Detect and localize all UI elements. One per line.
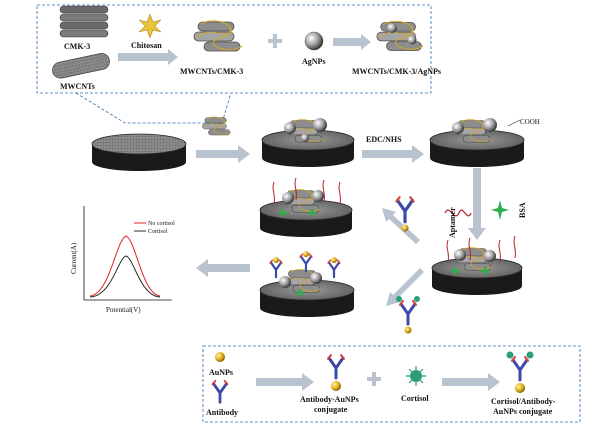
cortisol-label: Cortisol [401,394,429,403]
bare-electrode [91,133,187,171]
aptamer-electrode [431,235,523,295]
conjugate-label-2: conjugate [314,405,348,414]
final-composite-icon [376,20,424,52]
plus-icon [268,34,282,48]
cmk3-label: CMK-3 [64,42,90,51]
conjugate-antibody-icon [326,353,346,380]
bsa-electrode [259,177,353,237]
antibody-cortisol-icon [398,299,418,326]
arrow-cortisol-bind [442,373,500,391]
cortisol-small-icon [396,296,420,302]
edc-label: EDC/NHS [366,135,402,144]
chitosan-star-icon [138,13,162,39]
synthesis-panel: CMK-3 MWCNTs Chitosan MWCNTs/CMK-3 AgNPs… [36,4,441,124]
graph-xlabel: Potential(V) [106,306,141,314]
chitosan-label: Chitosan [131,41,162,50]
mwcnts-label: MWCNTs [60,82,95,91]
plus-icon-2 [367,372,381,386]
final-conjugate-icon [510,355,530,382]
dpv-graph: No cortisol Cortisol Current(A) Potentia… [70,206,175,314]
modifier-icon [202,116,232,136]
bsa-label: BSA [518,202,527,218]
antibody-label: Antibody [206,408,238,417]
synthesis-callout-lines [75,92,232,124]
cooh-label: COOH [520,118,540,126]
arrow-edc [362,145,424,163]
agnps-label: AgNPs [302,57,326,66]
arrow-agnps [333,34,371,50]
arrow-chitosan [118,49,178,65]
antibody-icon [394,195,416,224]
conjugate-panel: AuNPs Antibody Antibody-AuNPs conjugate … [202,345,581,423]
arrow-to-cortisol [386,268,424,306]
graph-ylabel: Current(A) [70,242,78,274]
curve-cortisol [89,255,161,298]
aptamer-icon [444,209,472,217]
arrow-conjugate [256,373,314,391]
arrow-down-aptamer [468,168,486,240]
detection-electrode [259,251,355,317]
composite-icon [193,20,243,52]
legend-cortisol: Cortisol [148,229,168,235]
aunps-label: AuNPs [209,368,233,377]
legend-no-cortisol: No cortisol [148,221,175,227]
composite-label: MWCNTs/CMK-3 [180,67,243,76]
antibody-free-icon [211,379,229,404]
mwcnt-tube [52,53,110,79]
cmk3-rods [59,5,109,38]
synthesis-dashed-border [36,4,432,94]
cortisol-icon [406,366,426,386]
conjugate-dashed-border [202,345,581,423]
cooh-electrode [429,118,525,167]
arrow-modify [196,145,250,163]
curve-no-cortisol [89,235,161,297]
arrow-to-antibody [382,208,420,244]
aptamer-label: Aptamer [448,207,457,238]
agnp-sphere-icon [304,31,324,51]
final-composite-label: MWCNTs/CMK-3/AgNPs [352,67,441,76]
arrow-to-graph [196,259,250,277]
aunp-icon [215,352,225,362]
final-conj-label-1: Cortisol/Antibody- [491,397,556,406]
conjugate-label-1: Antibody-AuNPs [300,395,359,404]
bsa-star-icon [491,200,509,220]
modified-electrode [261,118,355,167]
final-conj-label-2: AuNPs conjugate [493,407,553,416]
